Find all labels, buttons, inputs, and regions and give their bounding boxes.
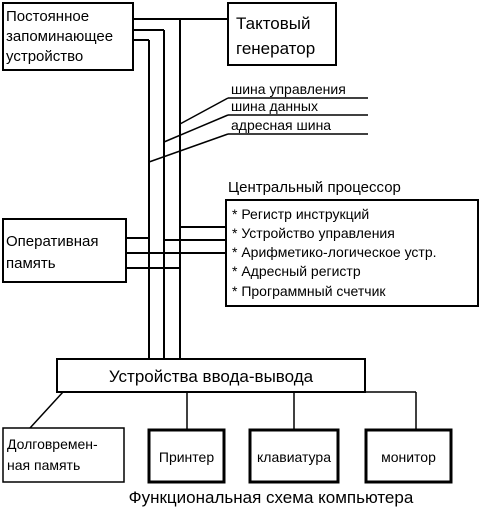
ram-box: [2, 218, 127, 283]
ram-label-line-2: память: [6, 255, 56, 272]
address-bus-diagonal: [148, 133, 229, 163]
data-bus-label: шина данных: [231, 98, 318, 114]
control-bus-diagonal: [179, 97, 229, 125]
cpu-item: * Устройство управления: [232, 225, 395, 241]
control-bus-label: шина управления: [231, 81, 346, 97]
storage-label-line-2: ная память: [7, 457, 80, 473]
printer-box: [147, 428, 226, 484]
cpu-item: * Регистр инструкций: [232, 206, 369, 222]
monitor-label: монитор: [381, 449, 436, 465]
rom-label-line-1: Постоянное: [6, 8, 89, 25]
io-box: [56, 358, 366, 393]
cpu-title: Центральный процессор: [228, 179, 401, 196]
rom-label-line-2: запоминающее: [6, 28, 113, 45]
io-label: Устройства ввода-вывода: [109, 367, 314, 386]
clock-label-line-2: генератор: [236, 39, 315, 58]
data-bus-diagonal: [163, 114, 229, 143]
keyboard-box: [248, 428, 340, 484]
keyboard-label: клавиатура: [257, 449, 331, 465]
io-drop-storage: [29, 391, 64, 429]
monitor-box: [364, 428, 453, 484]
cpu-item: * Программный счетчик: [232, 283, 386, 299]
clock-label-line-1: Тактовый: [236, 14, 311, 33]
diagram-caption: Функциональная схема компьютера: [129, 488, 414, 507]
address-bus-label: адресная шина: [231, 117, 331, 133]
ram-label-line-1: Оперативная: [6, 233, 98, 250]
clock-box: [227, 2, 337, 66]
rom-label-line-3: устройство: [6, 48, 83, 65]
rom-box: [2, 2, 134, 71]
storage-label-line-1: Долговремен-: [7, 436, 98, 452]
printer-label: Принтер: [159, 449, 214, 465]
cpu-item: * Адресный регистр: [232, 263, 361, 279]
cpu-box: [225, 199, 479, 307]
storage-box: [2, 427, 125, 483]
cpu-item: * Арифметико-логическое устр.: [232, 244, 437, 260]
